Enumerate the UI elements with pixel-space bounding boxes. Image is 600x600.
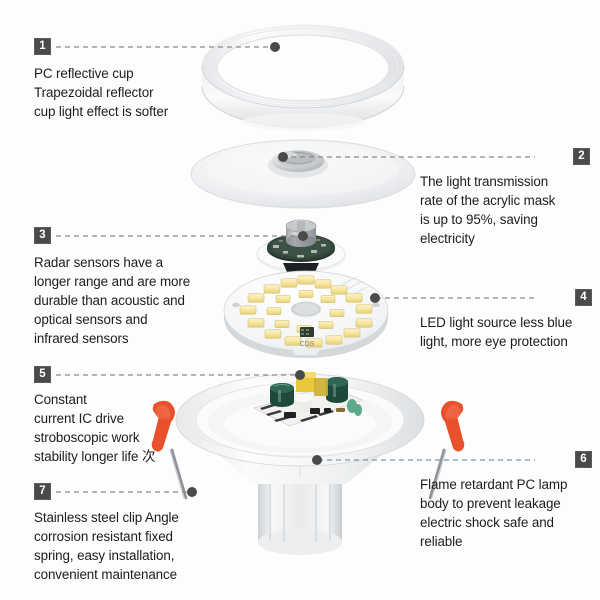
- callout-7-badge: 7: [34, 483, 51, 500]
- led-board-marking: CDS: [300, 341, 315, 348]
- part-stainless-steel-clip-left: [151, 400, 188, 500]
- callout-6-text: Flame retardant PC lamp body to prevent …: [420, 477, 568, 550]
- callout-3[interactable]: 3 Radar sensors have a longer range and …: [34, 227, 249, 348]
- callout-1[interactable]: 1 PC reflective cup Trapezoidal reflecto…: [34, 38, 249, 121]
- callout-7[interactable]: 7 Stainless steel clip Angle corrosion r…: [34, 483, 234, 584]
- part-led-light-board: CDS: [223, 270, 389, 358]
- callout-6-badge: 6: [575, 451, 592, 468]
- callout-5-text: Constant current IC drive stroboscopic w…: [34, 392, 156, 465]
- callout-6[interactable]: 6 Flame retardant PC lamp body to preven…: [420, 451, 592, 551]
- callout-2-text: The light transmission rate of the acryl…: [420, 174, 556, 247]
- callout-5[interactable]: 5 Constant current IC drive stroboscopic…: [34, 366, 184, 466]
- callout-2-badge: 2: [573, 148, 590, 165]
- callout-2[interactable]: 2 The light transmission rate of the acr…: [420, 148, 590, 248]
- part-stainless-steel-clip-right: [428, 400, 465, 500]
- callout-7-text: Stainless steel clip Angle corrosion res…: [34, 510, 179, 583]
- callout-4-badge: 4: [575, 289, 592, 306]
- part-pc-reflective-cup: [201, 24, 405, 131]
- callout-4[interactable]: 4 LED light source less blue light, more…: [420, 289, 592, 351]
- callout-3-text: Radar sensors have a longer range and ar…: [34, 255, 191, 347]
- callout-1-badge: 1: [34, 38, 51, 55]
- part-constant-current-driver: [253, 372, 363, 427]
- part-radar-sensor: [256, 219, 346, 273]
- callout-4-text: LED light source less blue light, more e…: [420, 315, 573, 350]
- part-acrylic-mask: [190, 139, 416, 209]
- callout-3-badge: 3: [34, 227, 51, 244]
- callout-5-badge: 5: [34, 366, 51, 383]
- callout-1-text: PC reflective cup Trapezoidal reflector …: [34, 66, 169, 120]
